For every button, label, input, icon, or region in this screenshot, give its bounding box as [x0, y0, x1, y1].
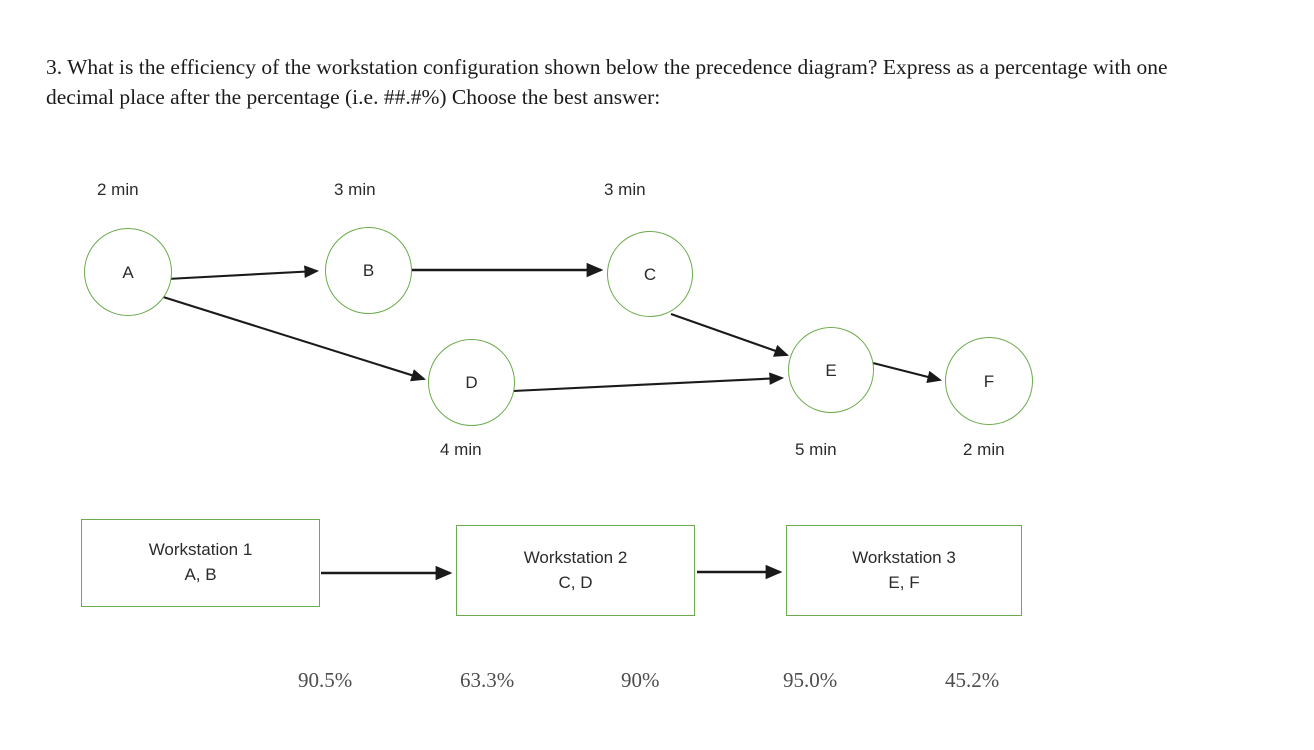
node-d[interactable]: D — [428, 339, 515, 426]
node-c-label: C — [643, 264, 657, 284]
question-text: 3. What is the efficiency of the worksta… — [46, 55, 1168, 109]
workstation-1-title: Workstation 1 — [148, 540, 253, 560]
edge-c-e — [670, 313, 789, 357]
workstation-3-box[interactable]: Workstation 3 E, F — [786, 525, 1022, 616]
node-c[interactable]: C — [607, 231, 693, 317]
node-d-label: D — [465, 373, 478, 392]
node-b-label: B — [362, 261, 375, 280]
node-a[interactable]: A — [84, 228, 172, 316]
answer-option-2[interactable]: 63.3% — [460, 668, 515, 692]
answer-option-4[interactable]: 95.0% — [783, 668, 838, 692]
answer-option-1[interactable]: 90.5% — [298, 668, 353, 692]
edge-a-b — [166, 265, 320, 281]
workstation-2-title: Workstation 2 — [523, 547, 628, 567]
workstation-1-tasks: A, B — [184, 565, 217, 584]
answer-option-3[interactable]: 90% — [621, 668, 660, 692]
node-d-time: 4 min — [440, 440, 482, 459]
edge-d-e — [512, 372, 785, 393]
node-e-label: E — [825, 360, 837, 380]
workstation-3-tasks: E, F — [888, 572, 920, 592]
workstation-3-title: Workstation 3 — [852, 547, 956, 567]
node-c-time: 3 min — [604, 180, 646, 199]
node-f[interactable]: F — [945, 337, 1033, 425]
node-f-time: 2 min — [963, 440, 1005, 459]
edge-e-f — [872, 361, 943, 384]
node-f-label: F — [983, 371, 995, 391]
workstation-2-tasks: C, D — [558, 572, 593, 592]
workstation-1-box[interactable]: Workstation 1 A, B — [81, 519, 320, 607]
answer-option-5[interactable]: 45.2% — [945, 668, 1000, 692]
node-e-time: 5 min — [795, 440, 837, 459]
node-e[interactable]: E — [788, 327, 874, 413]
node-b-time: 3 min — [334, 180, 376, 199]
node-a-label: A — [122, 262, 134, 282]
workstation-2-box[interactable]: Workstation 2 C, D — [456, 525, 695, 616]
node-a-time: 2 min — [97, 180, 139, 199]
node-b[interactable]: B — [325, 227, 412, 314]
